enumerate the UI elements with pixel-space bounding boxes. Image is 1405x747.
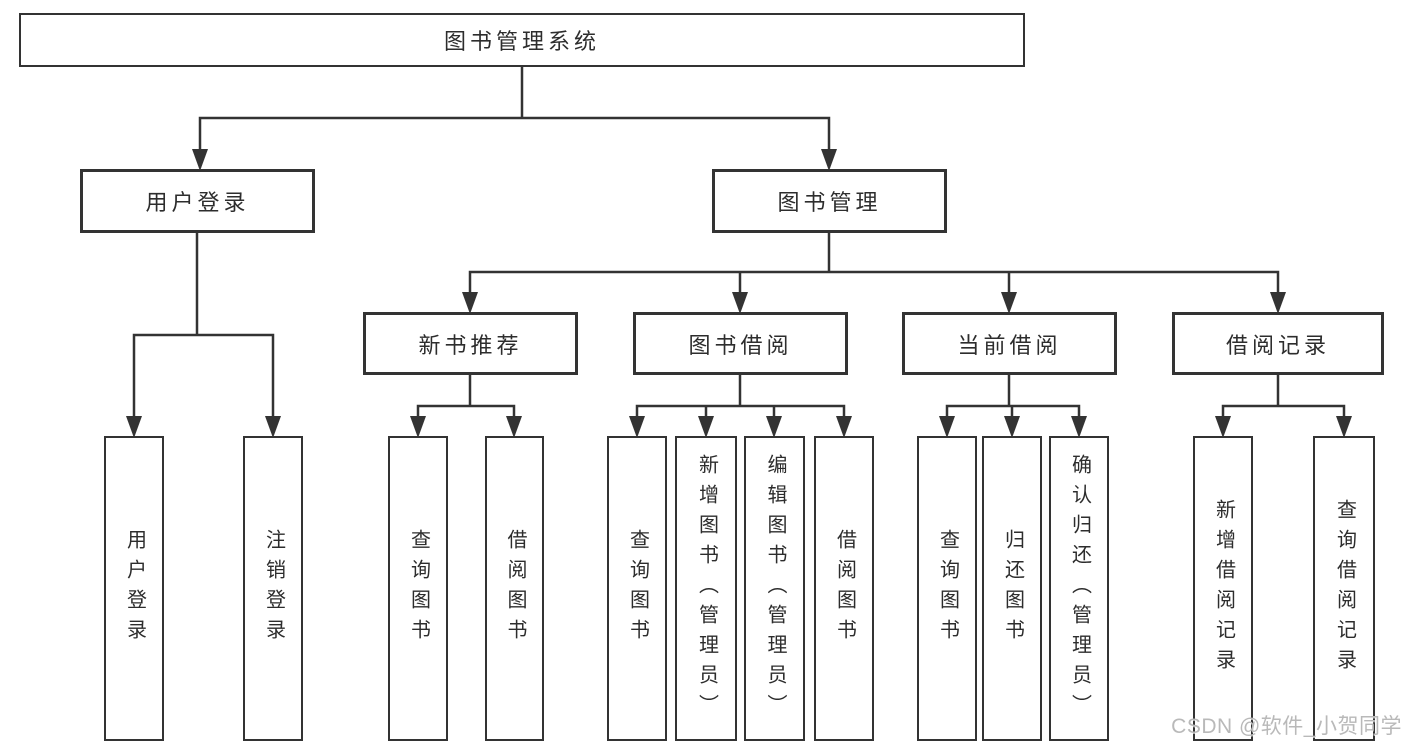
- arrowheads-leaves: [126, 416, 1352, 438]
- leaf-query-books: 查询图书: [607, 436, 667, 741]
- leaf-label: 借阅图书: [833, 528, 856, 649]
- connector-root-to-level2: [198, 65, 831, 151]
- watermark: CSDN @软件_小贺同学: [1171, 715, 1402, 738]
- leaf-label: 编辑图书（管理员）: [764, 453, 786, 724]
- leaf-return-books: 归还图书: [982, 436, 1042, 741]
- leaf-query-borrow-record: 查询借阅记录: [1313, 436, 1375, 741]
- arrowheads-level2: [192, 149, 837, 171]
- node-new-book-recommendation: 新书推荐: [363, 312, 578, 375]
- node-label: 当前借阅: [957, 332, 1062, 358]
- node-library-management-system: 图书管理系统: [19, 13, 1025, 67]
- node-label: 新书推荐: [418, 332, 523, 358]
- arrowheads-level3: [462, 292, 1286, 314]
- leaf-label: 查询借阅记录: [1333, 498, 1356, 679]
- leaf-label: 查询图书: [936, 528, 959, 649]
- leaf-user-login: 用户登录: [104, 436, 164, 741]
- node-label: 图书管理系统: [443, 29, 600, 54]
- node-book-borrowing: 图书借阅: [633, 312, 848, 375]
- leaf-borrow-books: 借阅图书: [485, 436, 544, 741]
- node-book-management: 图书管理: [712, 169, 947, 233]
- node-label: 图书管理: [777, 190, 882, 215]
- node-current-borrowing: 当前借阅: [902, 312, 1117, 375]
- leaf-add-borrow-record: 新增借阅记录: [1193, 436, 1253, 741]
- connector-book-management-split: [468, 231, 1280, 294]
- leaf-label: 注销登录: [262, 528, 285, 649]
- connector-new-book-split: [416, 373, 516, 418]
- leaf-query-books: 查询图书: [917, 436, 977, 741]
- leaf-logout: 注销登录: [243, 436, 303, 741]
- leaf-label: 借阅图书: [504, 528, 526, 649]
- connector-borrow-record-split: [1221, 373, 1346, 418]
- node-label: 用户登录: [145, 190, 250, 215]
- leaf-label: 新增图书（管理员）: [695, 453, 718, 724]
- leaf-borrow-books: 借阅图书: [814, 436, 874, 741]
- leaf-confirm-return-admin: 确认归还（管理员）: [1049, 436, 1109, 741]
- leaf-add-books-admin: 新增图书（管理员）: [675, 436, 737, 741]
- node-label: 借阅记录: [1225, 332, 1330, 358]
- node-user-login: 用户登录: [80, 169, 315, 233]
- leaf-label: 用户登录: [123, 528, 146, 649]
- node-borrowing-records: 借阅记录: [1172, 312, 1384, 375]
- connector-current-borrow-split: [945, 373, 1081, 418]
- node-label: 图书借阅: [688, 332, 793, 358]
- leaf-label: 查询图书: [407, 528, 430, 649]
- leaf-label: 确认归还（管理员）: [1068, 453, 1091, 724]
- connector-user-login-split: [132, 231, 275, 418]
- leaf-query-books: 查询图书: [388, 436, 448, 741]
- leaf-label: 查询图书: [626, 528, 649, 649]
- leaf-edit-books-admin: 编辑图书（管理员）: [744, 436, 805, 741]
- connector-book-borrow-split: [635, 373, 846, 418]
- leaf-label: 新增借阅记录: [1212, 498, 1235, 679]
- leaf-label: 归还图书: [1001, 528, 1024, 649]
